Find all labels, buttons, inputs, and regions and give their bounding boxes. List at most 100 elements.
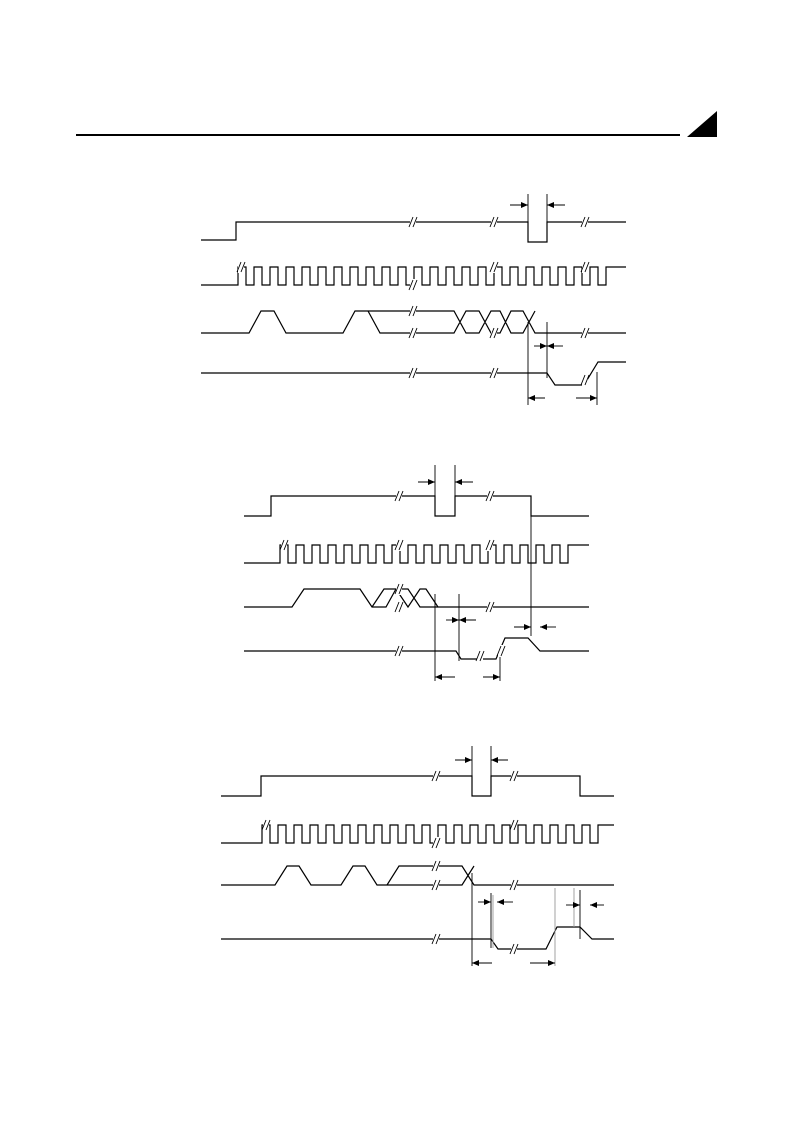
break-mark bbox=[485, 490, 495, 502]
break-marks bbox=[236, 216, 590, 386]
break-mark bbox=[261, 819, 271, 831]
break-mark bbox=[431, 879, 441, 891]
break-mark bbox=[509, 879, 519, 891]
break-mark bbox=[431, 837, 441, 849]
data-waveform bbox=[221, 865, 614, 886]
clock-waveform bbox=[201, 266, 626, 286]
break-mark bbox=[408, 216, 418, 228]
arrowhead bbox=[497, 899, 504, 905]
arrowhead bbox=[472, 960, 479, 966]
data-waveform bbox=[244, 588, 589, 609]
arrowhead bbox=[540, 624, 547, 630]
signal-1-waveform bbox=[221, 775, 614, 797]
break-mark bbox=[475, 650, 485, 662]
break-mark-gap bbox=[498, 645, 504, 657]
break-mark bbox=[580, 216, 590, 228]
arrowhead bbox=[528, 395, 535, 401]
break-mark bbox=[279, 539, 289, 551]
break-mark bbox=[408, 305, 418, 317]
break-mark bbox=[580, 261, 590, 273]
break-mark-gap bbox=[487, 490, 493, 502]
break-marks bbox=[279, 490, 506, 662]
break-mark bbox=[509, 770, 519, 782]
break-mark-gap bbox=[491, 216, 497, 228]
break-mark-gap bbox=[410, 279, 416, 291]
timing-arrows bbox=[510, 202, 597, 401]
break-mark-gap bbox=[410, 367, 416, 379]
break-mark-gap bbox=[487, 601, 493, 613]
break-mark bbox=[489, 216, 499, 228]
break-mark-gap bbox=[582, 216, 588, 228]
arrowhead bbox=[540, 343, 547, 349]
arrowhead bbox=[459, 617, 466, 623]
arrowhead bbox=[452, 617, 459, 623]
break-mark bbox=[394, 645, 404, 657]
break-mark-gap bbox=[582, 261, 588, 273]
break-mark-gap bbox=[491, 327, 497, 339]
break-mark bbox=[394, 490, 404, 502]
break-mark bbox=[431, 933, 441, 945]
break-mark-gap bbox=[410, 327, 416, 339]
break-mark bbox=[236, 261, 246, 273]
break-mark-gap bbox=[281, 539, 287, 551]
arrowhead bbox=[573, 902, 580, 908]
data-waveform bbox=[201, 310, 626, 334]
break-mark-gap bbox=[582, 374, 588, 386]
clock-waveform bbox=[221, 824, 614, 844]
arrowhead bbox=[484, 899, 491, 905]
output-waveform bbox=[221, 926, 614, 950]
arrowhead bbox=[491, 757, 498, 763]
break-marks bbox=[261, 770, 519, 955]
arrowhead bbox=[428, 479, 435, 485]
break-mark-gap bbox=[491, 367, 497, 379]
break-mark-gap bbox=[396, 601, 402, 613]
timing-markers bbox=[527, 194, 598, 405]
break-mark-gap bbox=[511, 879, 517, 891]
break-mark-gap bbox=[433, 860, 439, 872]
break-mark-gap bbox=[396, 583, 402, 595]
break-mark bbox=[489, 261, 499, 273]
timing-arrows bbox=[455, 757, 604, 966]
break-mark-gap bbox=[396, 539, 402, 551]
break-mark bbox=[408, 367, 418, 379]
arrowhead bbox=[465, 757, 472, 763]
break-mark bbox=[408, 279, 418, 291]
break-mark bbox=[489, 367, 499, 379]
break-mark-gap bbox=[238, 261, 244, 273]
break-mark bbox=[485, 539, 495, 551]
break-mark bbox=[394, 601, 404, 613]
signal-1-waveform bbox=[244, 495, 589, 517]
break-mark bbox=[509, 943, 519, 955]
break-mark bbox=[394, 539, 404, 551]
break-mark bbox=[489, 327, 499, 339]
break-mark-gap bbox=[433, 837, 439, 849]
break-mark-gap bbox=[487, 539, 493, 551]
horizontal-rule bbox=[76, 134, 680, 136]
timing-markers bbox=[434, 465, 532, 681]
break-mark bbox=[408, 327, 418, 339]
break-mark-gap bbox=[511, 819, 517, 831]
break-mark bbox=[485, 601, 495, 613]
break-mark-gap bbox=[263, 819, 269, 831]
break-mark bbox=[496, 645, 506, 657]
arrowhead bbox=[590, 902, 597, 908]
arrowhead bbox=[521, 202, 528, 208]
break-mark-gap bbox=[410, 305, 416, 317]
break-mark-gap bbox=[433, 770, 439, 782]
break-mark-gap bbox=[396, 490, 402, 502]
break-mark-gap bbox=[433, 933, 439, 945]
break-mark-gap bbox=[491, 261, 497, 273]
output-waveform bbox=[201, 361, 626, 386]
arrowhead bbox=[435, 674, 442, 680]
break-mark bbox=[509, 819, 519, 831]
break-mark-gap bbox=[511, 770, 517, 782]
arrowhead bbox=[524, 624, 531, 630]
break-mark bbox=[394, 583, 404, 595]
break-mark bbox=[431, 860, 441, 872]
break-mark-gap bbox=[582, 327, 588, 339]
break-mark bbox=[580, 327, 590, 339]
arrowhead bbox=[548, 960, 555, 966]
